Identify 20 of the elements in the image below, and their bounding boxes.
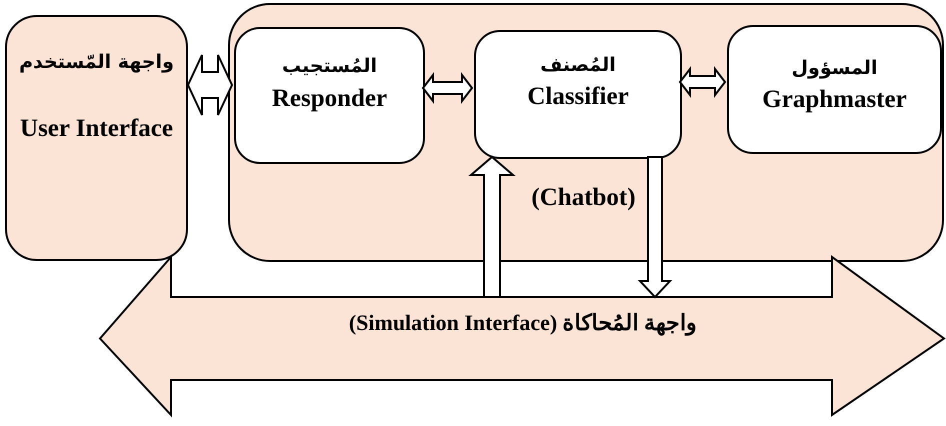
process-box (474, 30, 682, 159)
box-label: المُستجيب (280, 54, 378, 79)
container-label: (Chatbot) (530, 183, 637, 213)
box-label: Responder (270, 84, 388, 114)
box-label: User Interface (19, 114, 174, 144)
block-arrow (468, 156, 516, 298)
box-label: المُصنف (539, 53, 617, 78)
block-arrow (678, 66, 726, 98)
block-arrow (422, 72, 474, 104)
box-label: المسؤول (790, 56, 878, 81)
interface-box (5, 15, 188, 261)
process-box (234, 27, 425, 164)
block-arrow (638, 156, 672, 298)
box-label: Graphmaster (761, 85, 908, 115)
process-box (727, 25, 942, 154)
box-label: Classifier (526, 82, 630, 112)
band-label: واجهة المُحاكاة (Simulation Interface) (348, 309, 698, 338)
block-arrow (186, 54, 234, 116)
box-label: واجهة المّستخدم (18, 50, 175, 75)
container-box (228, 3, 944, 262)
